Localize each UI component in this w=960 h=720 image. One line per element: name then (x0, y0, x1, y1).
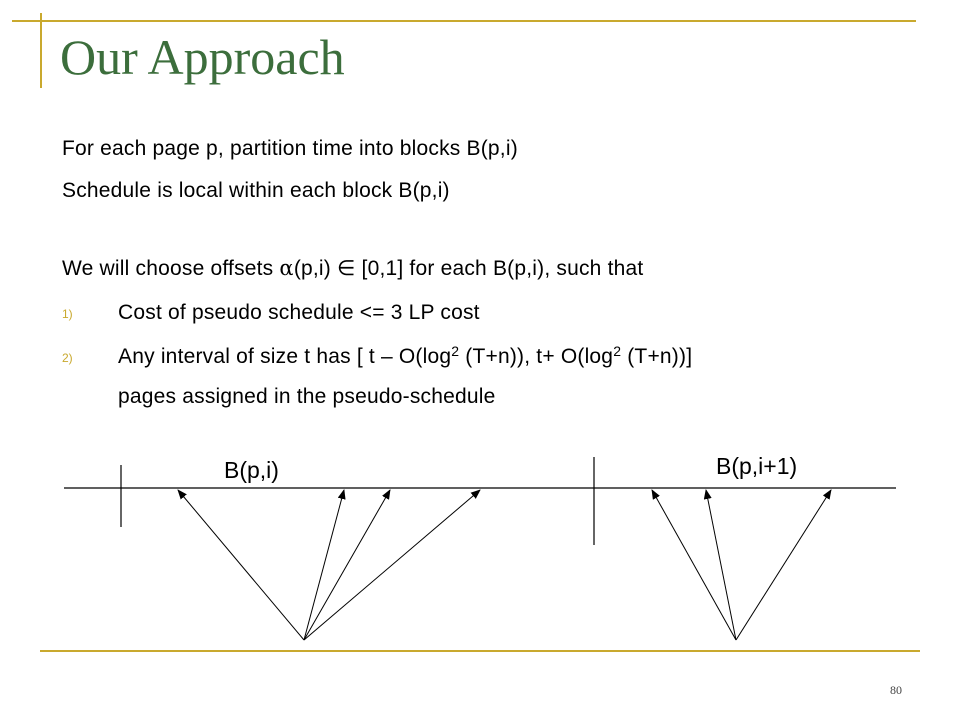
arrow-right-1 (651, 489, 737, 641)
list-number-1: 1) (62, 307, 73, 321)
frame-bottom-line (40, 650, 920, 652)
list-item-interval: Any interval of size t has [ t – O(log2 … (118, 343, 693, 368)
arrow-right-2 (703, 489, 737, 641)
slide-title: Our Approach (60, 29, 345, 85)
list-item-continuation: pages assigned in the pseudo-schedule (118, 385, 496, 408)
frame-top-line (12, 20, 916, 22)
block-diagram: B(p,i) B(p,i+1) (64, 453, 896, 641)
block-label-left: B(p,i) (224, 457, 279, 483)
alpha-symbol: α (279, 256, 294, 280)
interval-text-a: Any interval of size t has [ t – O(log (118, 345, 452, 368)
interval-text-b: (T+n)), t+ O(log (459, 345, 614, 368)
arrow-right-3 (735, 489, 832, 641)
offsets-text-post: (p,i) ∈ [0,1] for each B(p,i), such that (293, 257, 644, 280)
frame-left-line (40, 13, 42, 88)
page-number: 80 (890, 683, 902, 697)
list-number-2: 2) (62, 351, 73, 365)
arrow-left-3 (303, 489, 391, 641)
offsets-text-pre: We will choose offsets (62, 257, 280, 280)
block-label-right: B(p,i+1) (716, 453, 797, 479)
body-line-schedule: Schedule is local within each block B(p,… (62, 179, 450, 202)
superscript-a: 2 (451, 343, 460, 359)
arrow-left-1 (177, 489, 305, 641)
arrow-left-4 (303, 489, 481, 641)
body-line-partition: For each page p, partition time into blo… (62, 137, 518, 160)
body-line-offsets: We will choose offsets α(p,i) ∈ [0,1] fo… (62, 256, 644, 280)
superscript-b: 2 (613, 343, 622, 359)
list-item-cost: Cost of pseudo schedule <= 3 LP cost (118, 301, 480, 324)
arrow-left-2 (303, 489, 346, 641)
interval-text-c: (T+n))] (621, 345, 693, 368)
